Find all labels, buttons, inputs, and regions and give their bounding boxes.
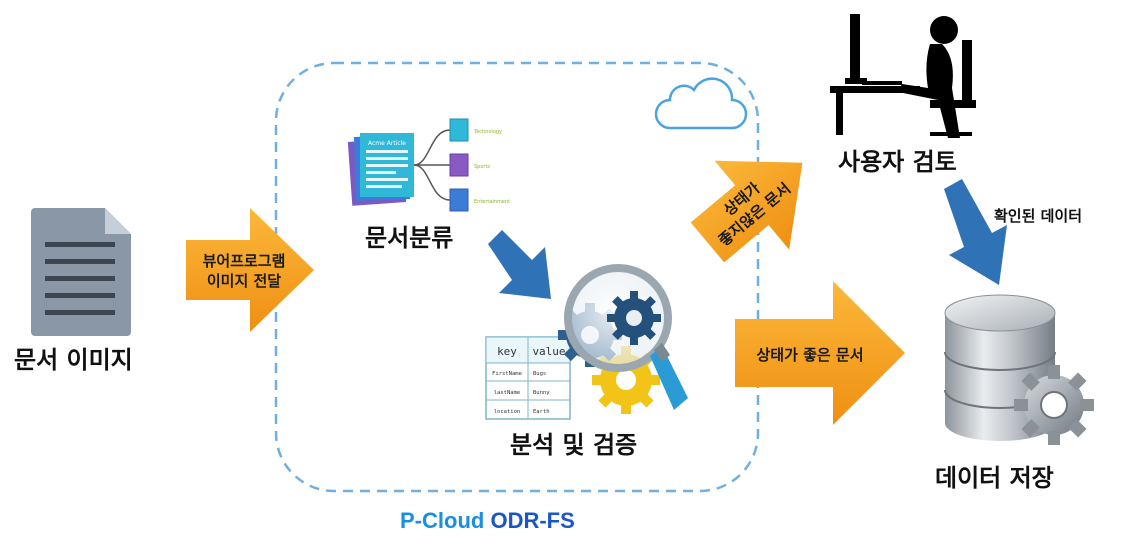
kv-header-key: key: [497, 345, 517, 358]
user-at-computer-icon: [830, 14, 976, 138]
arrow-bad-docs: 상태가 좋지않은 문서: [690, 160, 803, 263]
arrow-transfer-label-1: 뷰어프로그램: [203, 252, 286, 270]
kv-row1-key: FirstName: [492, 371, 522, 377]
label-data-store: 데이터 저장: [935, 464, 1054, 492]
label-user-review: 사용자 검토: [838, 148, 957, 176]
classify-icon: Acme Article Technology Sports Entertain…: [347, 118, 510, 212]
arrow-good-docs: 상태가 좋은 문서: [735, 281, 905, 425]
arrow-transfer: 뷰어프로그램 이미지 전달: [186, 208, 314, 332]
label-analyze: 분석 및 검증: [510, 431, 638, 459]
kv-header-value: value: [532, 345, 565, 358]
brand-part2: ODR-FS: [490, 508, 575, 533]
database-icon: [944, 294, 1094, 445]
category-technology: Technology: [473, 129, 502, 135]
arrow-good-label: 상태가 좋은 문서: [756, 346, 863, 364]
gears-magnifier-icon: [558, 264, 688, 414]
article-title: Acme Article: [368, 140, 406, 147]
label-doc-image: 문서 이미지: [14, 346, 133, 374]
kv-row3-value: Earth: [533, 409, 550, 415]
arrow-transfer-label-2: 이미지 전달: [207, 272, 281, 290]
kv-row1-value: Bugs: [533, 371, 546, 377]
label-classify: 문서분류: [365, 224, 454, 252]
kv-row2-key: lastName: [494, 390, 521, 396]
cloud-boundary: [274, 61, 760, 493]
arrow-confirmed-data: [944, 179, 1007, 285]
brand-part1: P-Cloud: [400, 508, 485, 533]
category-sports: Sports: [474, 164, 490, 170]
document-icon: [31, 208, 131, 336]
label-confirmed-data: 확인된 데이터: [994, 207, 1083, 225]
category-entertainment: Entertainment: [474, 199, 510, 205]
kv-row3-key: location: [494, 409, 521, 415]
arrow-classify-to-analyze: [488, 230, 551, 299]
kv-table-icon: key value FirstName Bugs lastName Bunny …: [485, 336, 571, 420]
brand-title: P-Cloud ODR-FS: [400, 508, 575, 534]
kv-row2-value: Bunny: [533, 390, 550, 396]
cloud-icon: [654, 77, 748, 130]
